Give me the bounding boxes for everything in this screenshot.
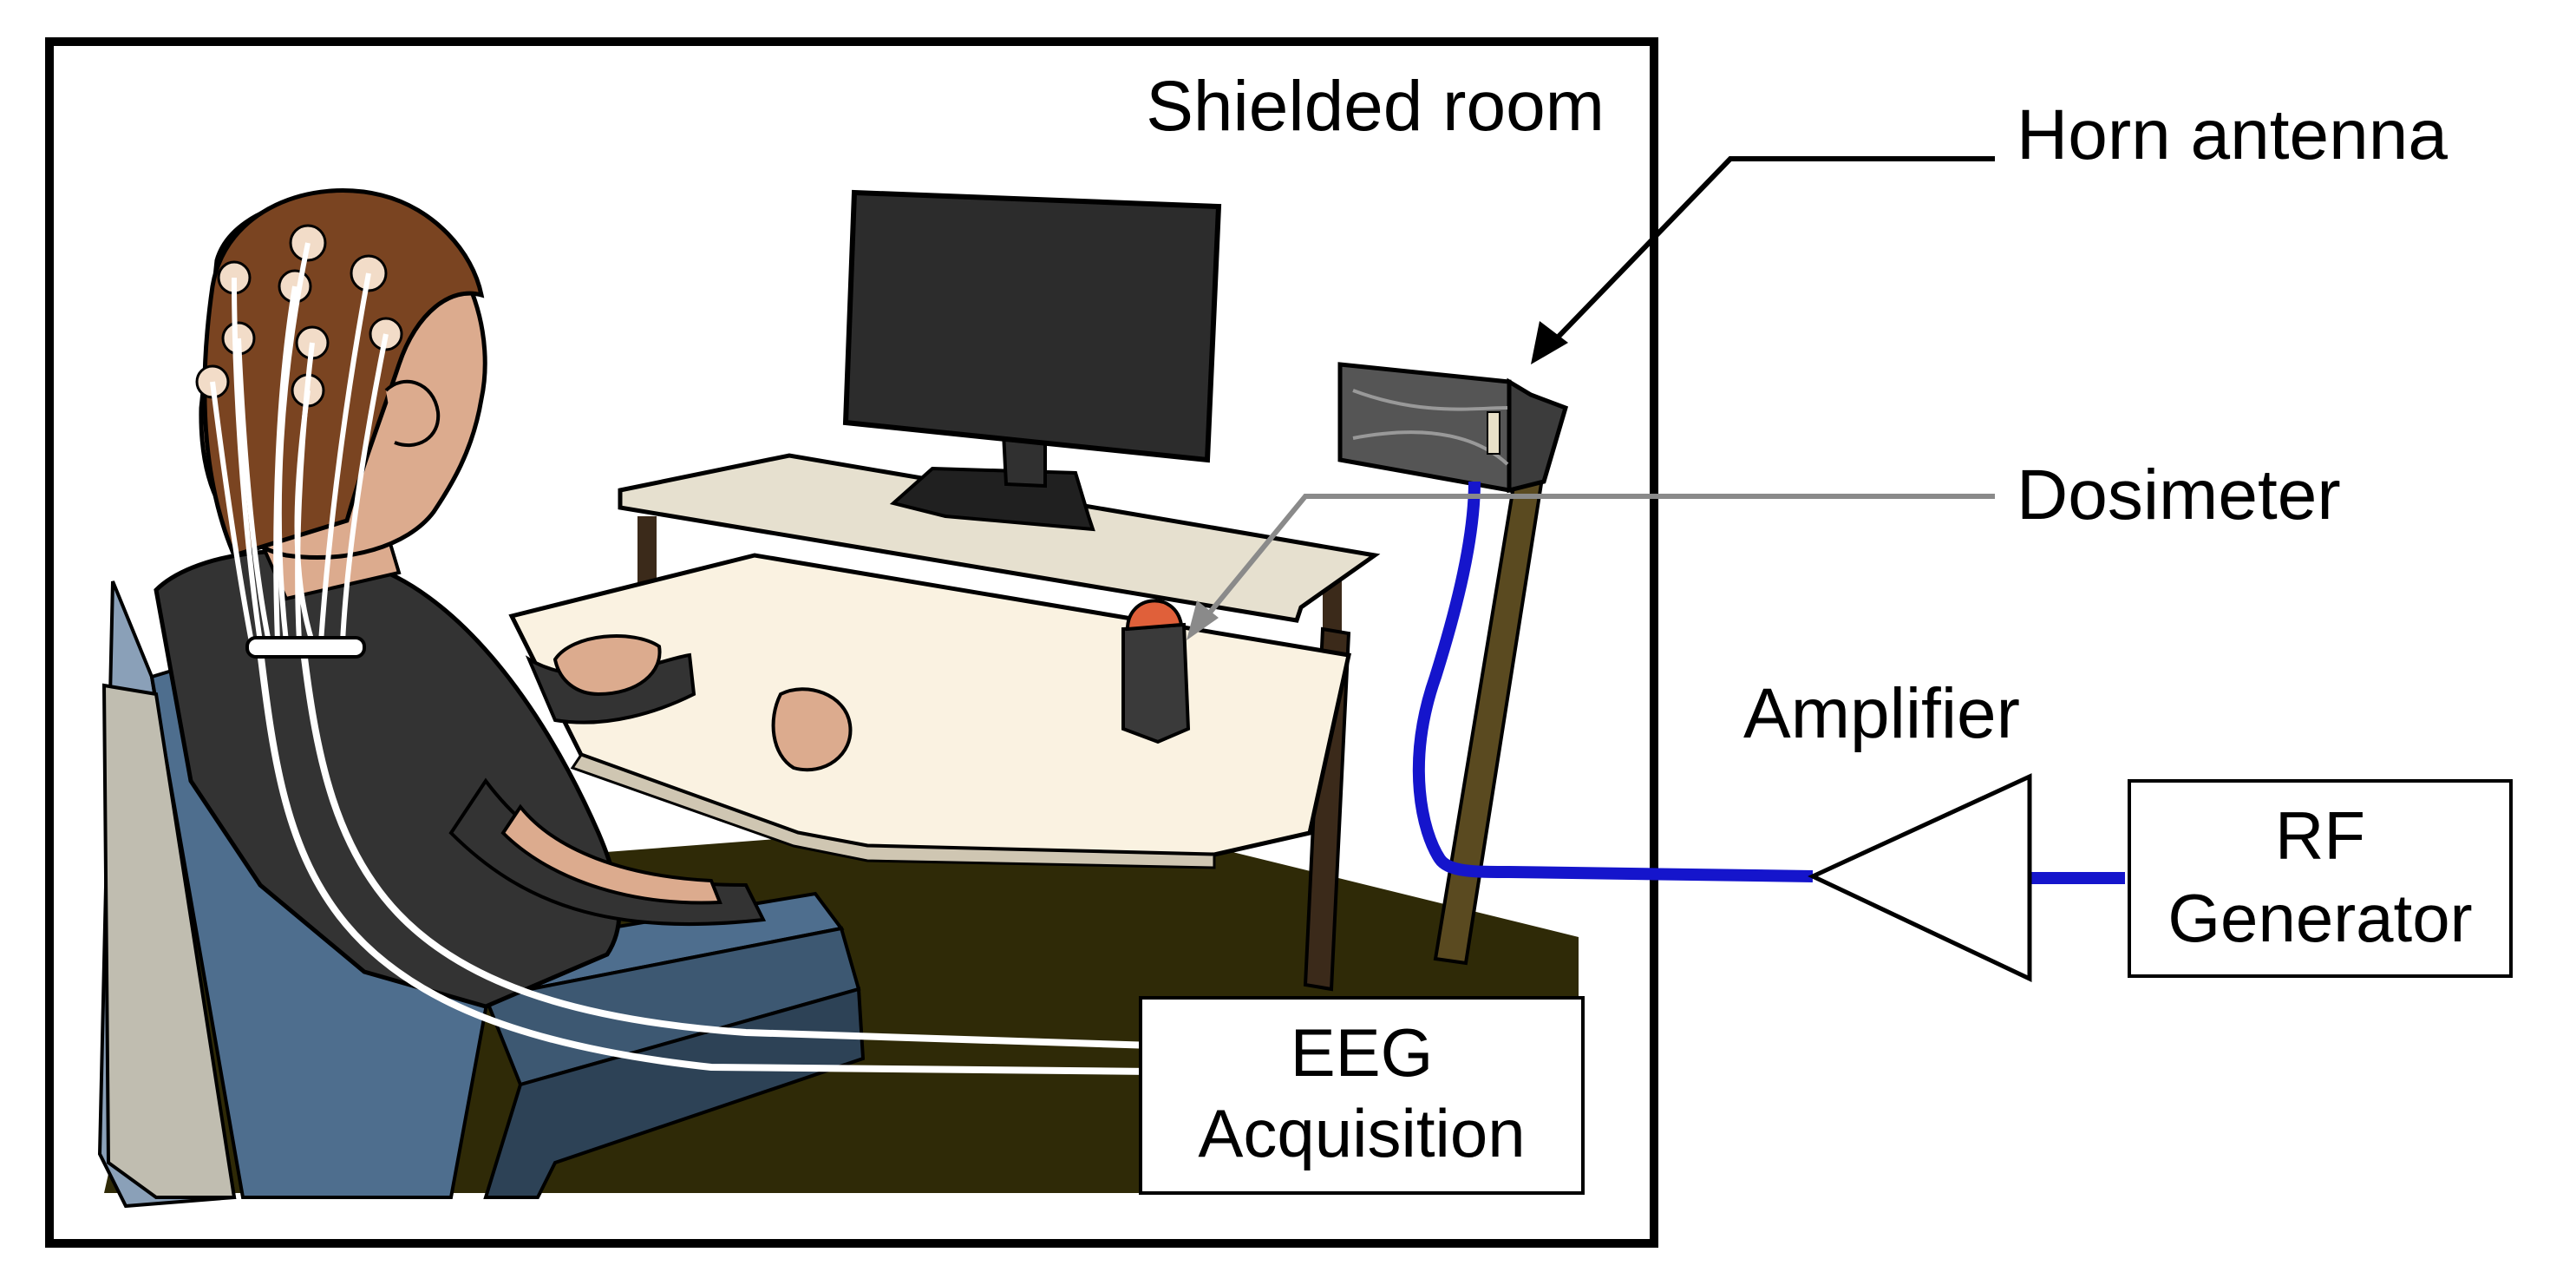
rf-cable xyxy=(1412,481,1814,882)
rf-generator-label-line2: Generator xyxy=(2167,880,2472,956)
monitor-desk xyxy=(618,453,1381,655)
dosimeter-device xyxy=(1121,599,1191,744)
shielded-room-label: Shielded room xyxy=(1146,67,1605,146)
dosimeter-pointer xyxy=(1187,494,1995,640)
amplifier-label: Amplifier xyxy=(1743,674,2020,753)
horn-antenna-device xyxy=(1337,362,1569,494)
rf-generator-box xyxy=(2128,779,2513,978)
eeg-acquisition-box xyxy=(1139,996,1585,1195)
subject-person xyxy=(154,188,853,1009)
electrode-wires xyxy=(210,242,1154,1075)
horn-antenna-pointer xyxy=(1531,156,1995,364)
rf-generator-label-line1: RF xyxy=(2275,797,2365,874)
amplifier-symbol xyxy=(1808,773,2032,982)
eeg-acquisition-label-line1: EEG xyxy=(1291,1014,1434,1091)
eeg-acquisition-label-line2: Acquisition xyxy=(1198,1095,1525,1171)
horn-antenna-label: Horn antenna xyxy=(2017,95,2448,174)
dosimeter-label: Dosimeter xyxy=(2017,456,2341,534)
electrode-wire-clip xyxy=(245,636,366,659)
computer-monitor xyxy=(842,189,1222,532)
